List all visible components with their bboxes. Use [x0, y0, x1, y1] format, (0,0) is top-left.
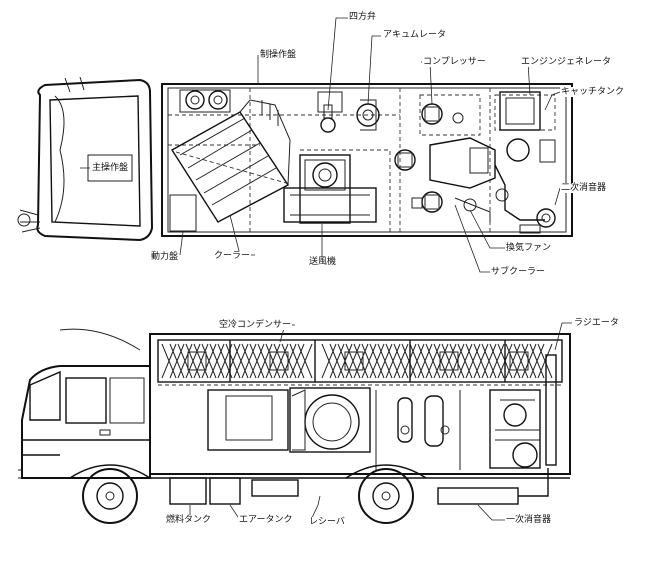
fuel-tank-box	[169, 477, 207, 505]
radiator-side	[545, 354, 557, 466]
label-receiver: レシーバ	[308, 517, 346, 527]
side-view	[18, 322, 572, 524]
label-cooler: クーラー	[213, 251, 252, 261]
plan-body-outline	[161, 83, 573, 237]
label-fuel-tank: 燃料タンク	[165, 515, 213, 525]
label-compressor: コンプレッサー	[422, 57, 487, 67]
cooler-side	[207, 389, 289, 451]
label-engine-generator: エンジンジェネレータ	[520, 57, 613, 67]
receiver-box	[251, 479, 299, 497]
wheels	[69, 464, 427, 524]
air-tank-box	[209, 477, 241, 505]
cooler-coil	[171, 99, 291, 223]
blower-side	[289, 387, 371, 453]
engine-generator	[429, 91, 556, 221]
power-panel-box	[169, 194, 197, 232]
condenser-section	[157, 339, 563, 383]
label-power-panel: 動力盤	[150, 252, 180, 262]
compressor-units	[394, 103, 464, 213]
label-air-tank: エアータンク	[238, 515, 294, 525]
label-main-control-panel: 主操作盤	[92, 163, 129, 173]
condenser-hatch	[161, 340, 553, 382]
plan-view	[17, 17, 573, 273]
label-primary-muffler: 一次消音器	[505, 515, 553, 525]
condenser-fans	[187, 351, 529, 371]
label-control-panel: 制操作盤	[259, 50, 298, 60]
label-radiator: ラジエータ	[573, 318, 620, 328]
primary-muffler-box	[437, 487, 519, 505]
label-air-cooled-condenser: 空冷コンデンサー	[218, 320, 293, 330]
label-secondary-muffler: 二次消音器	[560, 183, 608, 193]
label-four-way-valve: 四方弁	[348, 12, 378, 22]
label-catch-tank: キャッチタンク	[560, 87, 626, 97]
label-sub-cooler: サブクーラー	[490, 267, 547, 277]
engine-side	[489, 354, 557, 469]
label-exhaust-fan: 換気ファン	[505, 243, 553, 253]
side-body-outline	[149, 333, 571, 475]
four-way-valve	[317, 91, 343, 133]
secondary-muffler	[536, 208, 556, 228]
side-cab	[18, 328, 151, 479]
blower-unit	[283, 154, 377, 224]
label-accumulator: アキュムレータ	[382, 30, 448, 40]
label-blower: 送風機	[308, 257, 338, 267]
